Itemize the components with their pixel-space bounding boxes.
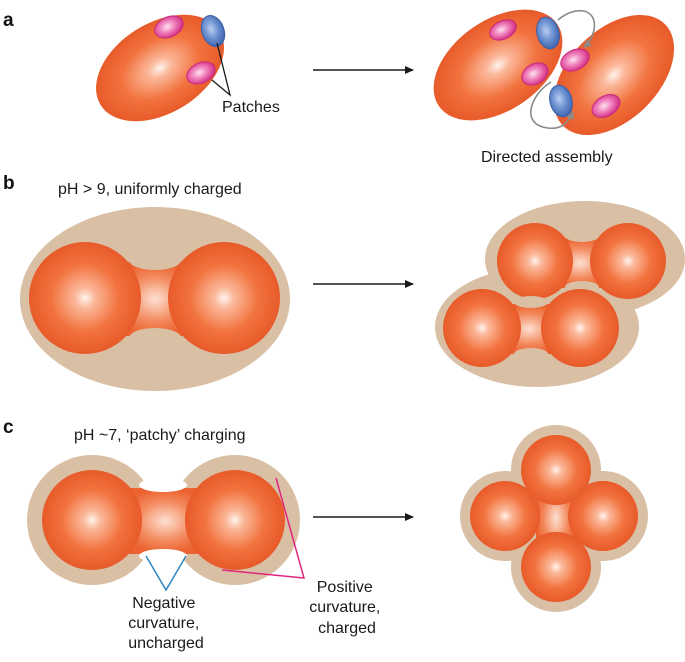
neck-top-curve xyxy=(129,250,181,270)
panel-b-condition: pH > 9, uniformly charged xyxy=(58,181,242,198)
patches-label: Patches xyxy=(222,99,280,116)
blue-patch xyxy=(549,84,573,118)
positive-callout-line xyxy=(221,477,306,579)
neck-bottom-curve xyxy=(139,549,187,563)
pink-patch xyxy=(521,62,549,86)
dimer-lobe xyxy=(497,223,573,299)
ellipsoid-particle-left xyxy=(433,9,563,121)
neck-bottom-curve xyxy=(129,328,181,348)
patchy-ellipsoid xyxy=(96,14,226,122)
neck-top-curve xyxy=(514,296,548,308)
dimer-lobe-right xyxy=(168,242,280,354)
assembled-ellipsoids xyxy=(433,9,675,136)
positive-curvature-label: Positive curvature, charged xyxy=(309,579,385,637)
patches-callout-line xyxy=(211,42,232,97)
uniform-dimer xyxy=(20,207,290,391)
cross-lobe-top xyxy=(521,435,591,505)
cross-assembly xyxy=(460,425,648,612)
pink-patch xyxy=(489,19,517,41)
pink-patch xyxy=(186,61,216,85)
neck-top-curve xyxy=(565,230,599,242)
panel-b-letter: b xyxy=(3,173,15,194)
pink-patch xyxy=(154,15,184,39)
panel-c-letter: c xyxy=(3,417,14,438)
panel-b: b pH > 9, uniformly charged xyxy=(3,173,685,391)
pink-patch xyxy=(560,48,590,72)
neck-bottom-curve xyxy=(514,348,548,360)
dimer-lobe xyxy=(541,289,619,367)
dimer-lobe-right xyxy=(185,470,285,570)
cross-lobe-bottom xyxy=(521,532,591,602)
dimer-lobe xyxy=(443,289,521,367)
negative-curvature-label: Negative curvature, uncharged xyxy=(128,595,204,652)
panel-a-letter: a xyxy=(3,10,14,31)
negative-callout-line xyxy=(145,555,187,592)
dimer-lobe-left xyxy=(42,470,142,570)
cross-lobe-left xyxy=(470,481,540,551)
ellipsoid-particle xyxy=(96,14,224,122)
gray-curved-arrow-bottom xyxy=(530,81,574,130)
panel-c: c pH ~7, ‘patchy’ charging Negative curv… xyxy=(3,417,648,652)
patchy-dimer xyxy=(27,455,300,585)
stacked-dimers xyxy=(435,201,685,387)
neck-top-curve xyxy=(139,478,187,492)
dimer-lobe xyxy=(590,223,666,299)
pink-patch xyxy=(591,94,621,118)
panel-a: a Patches Directed assembly xyxy=(3,9,675,166)
dimer-lobe-left xyxy=(29,242,141,354)
gray-curved-arrow-top xyxy=(557,9,596,48)
directed-assembly-label: Directed assembly xyxy=(481,149,613,166)
cross-lobe-right xyxy=(568,481,638,551)
panel-c-condition: pH ~7, ‘patchy’ charging xyxy=(74,427,246,444)
blue-patch xyxy=(200,15,226,47)
blue-patch xyxy=(536,16,560,50)
